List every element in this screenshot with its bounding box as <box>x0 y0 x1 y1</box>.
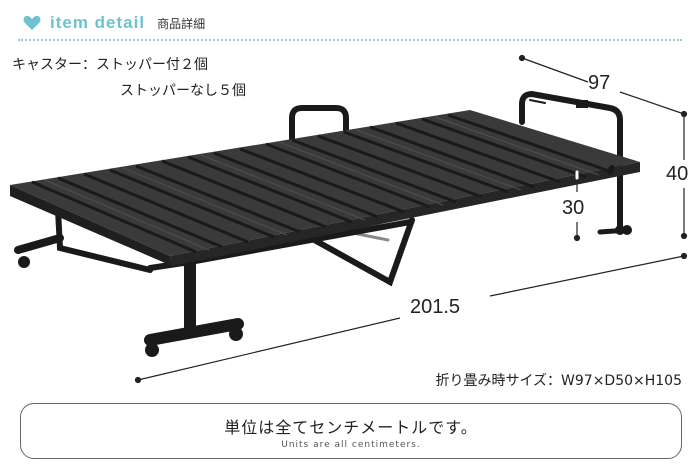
front-headboard <box>575 165 615 180</box>
dimension-width-label: 97 <box>588 72 611 94</box>
section-title: item detail <box>50 13 146 32</box>
dimension-line-length <box>134 252 688 384</box>
casters <box>18 225 632 357</box>
caster-line-1: キャスター：ストッパー付２個 <box>12 57 208 73</box>
dimension-line-height <box>680 114 688 240</box>
slat-platform <box>10 110 640 266</box>
caster-info: キャスター：ストッパー付２個 ストッパーなし５個 <box>12 52 246 104</box>
section-subtitle: 商品詳細 <box>157 16 206 31</box>
dimension-slat-height-label: 30 <box>562 197 585 219</box>
dimension-height-label: 40 <box>666 163 689 185</box>
caster-line-2: ストッパーなし５個 <box>120 83 246 99</box>
dimension-line-width <box>518 54 688 118</box>
section-header: item detail 商品詳細 <box>22 10 205 36</box>
heart-speech-icon <box>23 15 41 30</box>
folded-size-text: 折り畳み時サイズ：W97×D50×H105 <box>435 373 682 389</box>
dimension-length-label: 201.5 <box>410 296 461 318</box>
header-divider <box>18 39 682 41</box>
units-note-main: 単位は全てセンチメートルです。 <box>224 418 478 437</box>
units-note-sub: Units are all centimeters. <box>281 440 421 450</box>
units-note-box: 単位は全てセンチメートルです。 Units are all centimeter… <box>20 403 682 459</box>
